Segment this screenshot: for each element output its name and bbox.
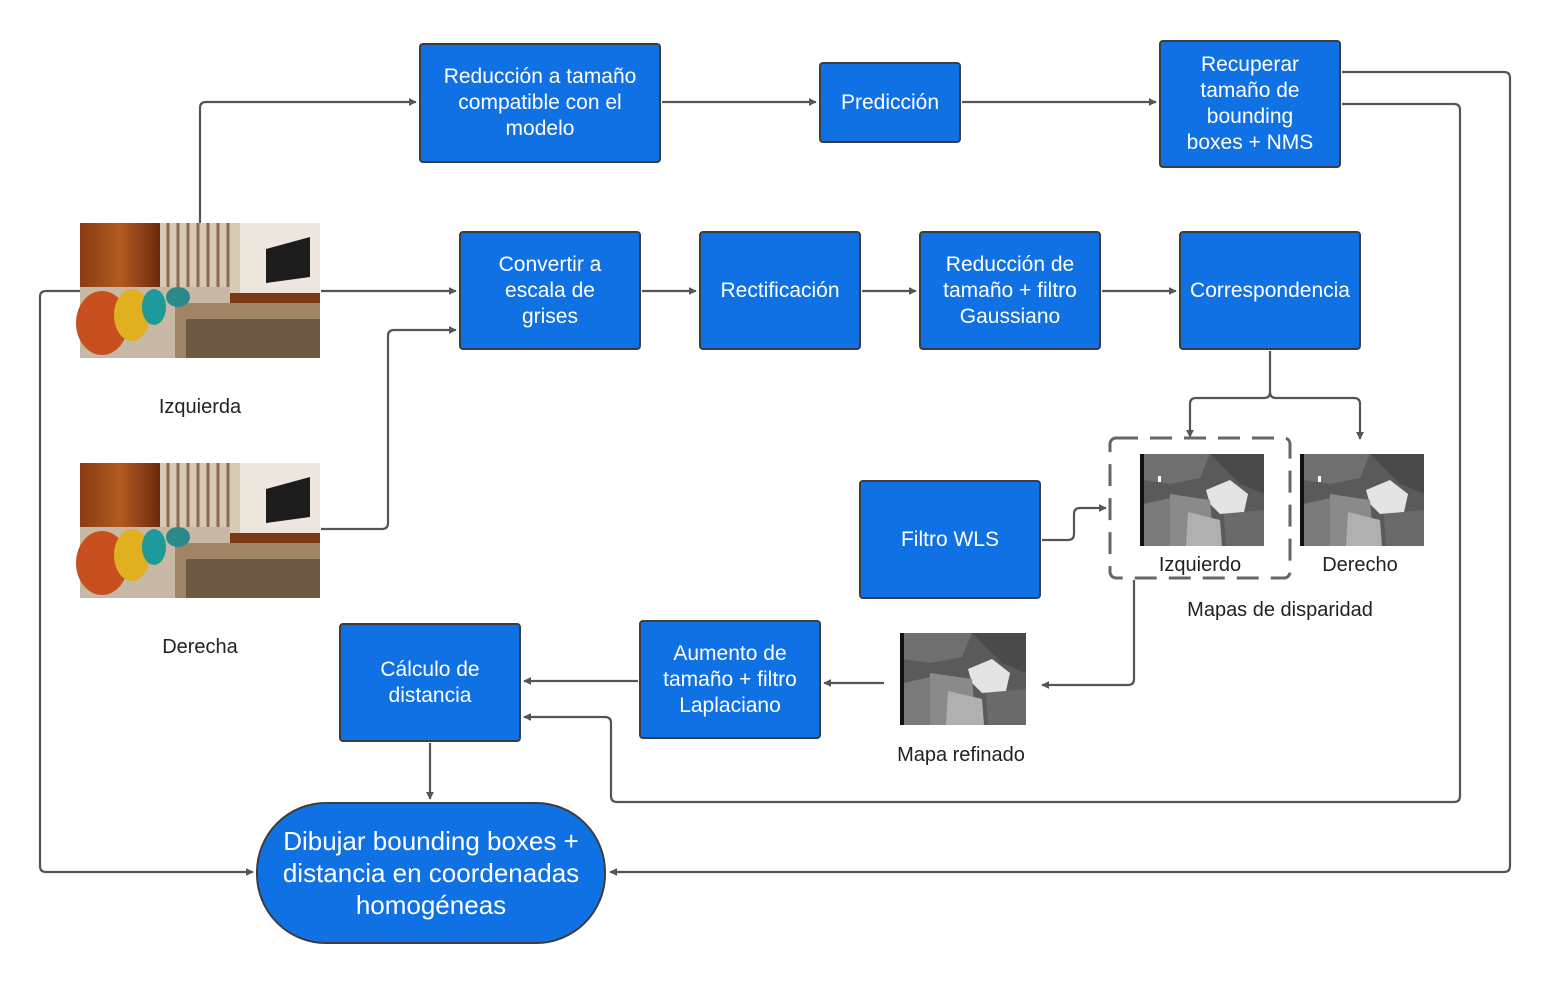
- recuperar-box: Recuperar tamaño de bounding boxes + NMS: [1159, 40, 1341, 168]
- dibujar-terminal: Dibujar bounding boxes + distancia en co…: [256, 802, 606, 944]
- arrow-right-to-convertir: [321, 326, 457, 531]
- reduccion-modelo-box: Reducción a tamaño compatible con el mod…: [419, 43, 661, 163]
- reduccion-filtro-box: Reducción de tamaño + filtro Gaussiano: [919, 231, 1101, 350]
- correspondencia-box: Correspondencia: [1179, 231, 1361, 350]
- arrow-recuperar-to-dibujar: [609, 70, 1512, 876]
- convertir-box: Convertir a escala de grises: [459, 231, 641, 350]
- aumento-box: Aumento de tamaño + filtro Laplaciano: [639, 620, 821, 739]
- left-stereo-image: [76, 223, 320, 358]
- calculo-box: Cálculo de distancia: [339, 623, 521, 742]
- arrow-wls-to-izquierdo: [1042, 504, 1107, 542]
- label-izquierda: Izquierda: [158, 396, 242, 418]
- disparity-map-left: [1140, 454, 1264, 546]
- label-izquierdo: Izquierdo: [1158, 554, 1242, 576]
- label-derecha: Derecha: [162, 636, 238, 658]
- refined-disparity-map: [900, 633, 1026, 725]
- izquierdo-selection-frame: [1108, 436, 1292, 580]
- arrow-correspondencia-split: [1186, 351, 1272, 438]
- right-stereo-image: [76, 463, 320, 598]
- filtro-wls-box: Filtro WLS: [859, 480, 1041, 599]
- arrow-left-to-reduccion: [198, 98, 417, 223]
- arrow-left-to-dibujar: [38, 289, 254, 876]
- arrow-izquierdo-to-refinado: [1041, 580, 1136, 689]
- label-mapa-refinado: Mapa refinado: [897, 744, 1025, 766]
- prediccion-box: Predicción: [819, 62, 961, 143]
- rectificacion-box: Rectificación: [699, 231, 861, 350]
- arrow-correspondencia-to-derecho: [1268, 391, 1364, 440]
- arrow-recuperar-to-calculo: [523, 102, 1462, 804]
- label-derecho: Derecho: [1322, 554, 1398, 576]
- label-mapas-disparidad: Mapas de disparidad: [1187, 599, 1373, 621]
- disparity-map-right: [1300, 454, 1424, 546]
